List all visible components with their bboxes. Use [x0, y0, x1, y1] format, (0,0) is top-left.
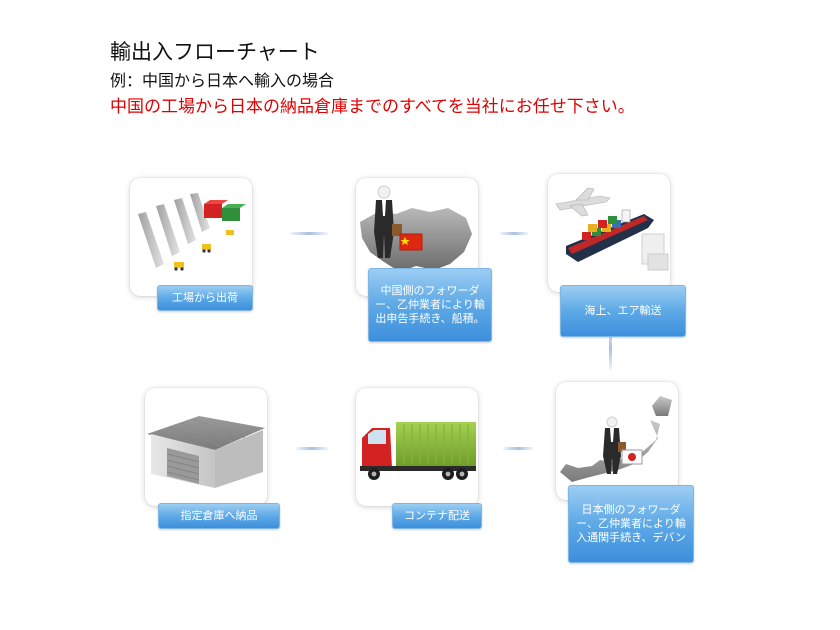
connector-2-3	[500, 232, 528, 235]
step-3-label: 海上、エア輸送	[560, 285, 686, 337]
step-6-card	[145, 388, 267, 506]
step-1-card	[130, 178, 252, 296]
step-5-card	[356, 388, 478, 506]
step-4-card	[556, 382, 678, 500]
flowchart-subtitle: 例：中国から日本へ輸入の場合	[110, 71, 335, 90]
ship-plane-icon	[555, 187, 669, 271]
container-truck-icon	[360, 422, 476, 480]
step-5-label: コンテナ配送	[392, 503, 482, 529]
connector-4-5	[503, 447, 533, 450]
connector-3-4	[609, 326, 612, 370]
step-6-label: 指定倉庫へ納品	[158, 503, 280, 529]
connector-1-2	[290, 232, 328, 235]
flowchart-lead: 中国の工場から日本の納品倉庫までのすべてを当社にお任せ下さい。	[110, 97, 635, 117]
japan-map-businessman-icon	[560, 396, 672, 482]
step-4-label: 日本側のフォワーダー、乙仲業者により輸入通関手続き、デバン	[568, 485, 694, 563]
warehouse-building-icon	[147, 416, 265, 488]
step-2-label: 中国側のフォワーダー、乙仲業者により輸出申告手続き、船積。	[368, 268, 492, 342]
step-1-label: 工場から出荷	[157, 285, 253, 311]
flowchart-title: 輸出入フローチャート	[110, 40, 320, 64]
china-map-businessman-icon	[360, 185, 472, 272]
factory-warehouse-icon	[138, 193, 246, 271]
connector-5-6	[296, 447, 328, 450]
step-3-card	[548, 174, 670, 292]
